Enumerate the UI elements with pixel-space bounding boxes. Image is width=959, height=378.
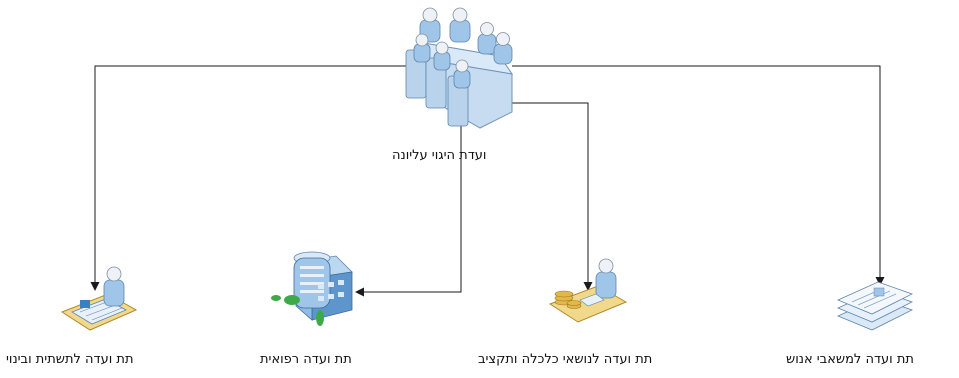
child-label-construction: תת ועדה לתשתית ובינוי	[6, 352, 134, 367]
child-label-finance: תת ועדה לנושאי כלכלה ותקציב	[478, 352, 653, 367]
accountant-with-coins-icon	[548, 258, 628, 323]
connector-construction	[90, 65, 410, 291]
child-label-hr: תת ועדה למשאבי אנוש	[786, 352, 914, 367]
child-label-medical: תת ועדה רפואית	[260, 352, 352, 367]
connectors	[90, 65, 885, 297]
connector-medical	[355, 112, 462, 297]
connector-finance	[478, 102, 593, 291]
personnel-documents-icon	[836, 281, 914, 331]
root-label: ועדת היגוי עליונה	[392, 148, 487, 163]
architect-at-desk-icon	[60, 266, 138, 331]
connector-hr	[512, 65, 885, 286]
hospital-building-icon	[271, 251, 353, 326]
meeting-table-icon	[405, 7, 514, 129]
